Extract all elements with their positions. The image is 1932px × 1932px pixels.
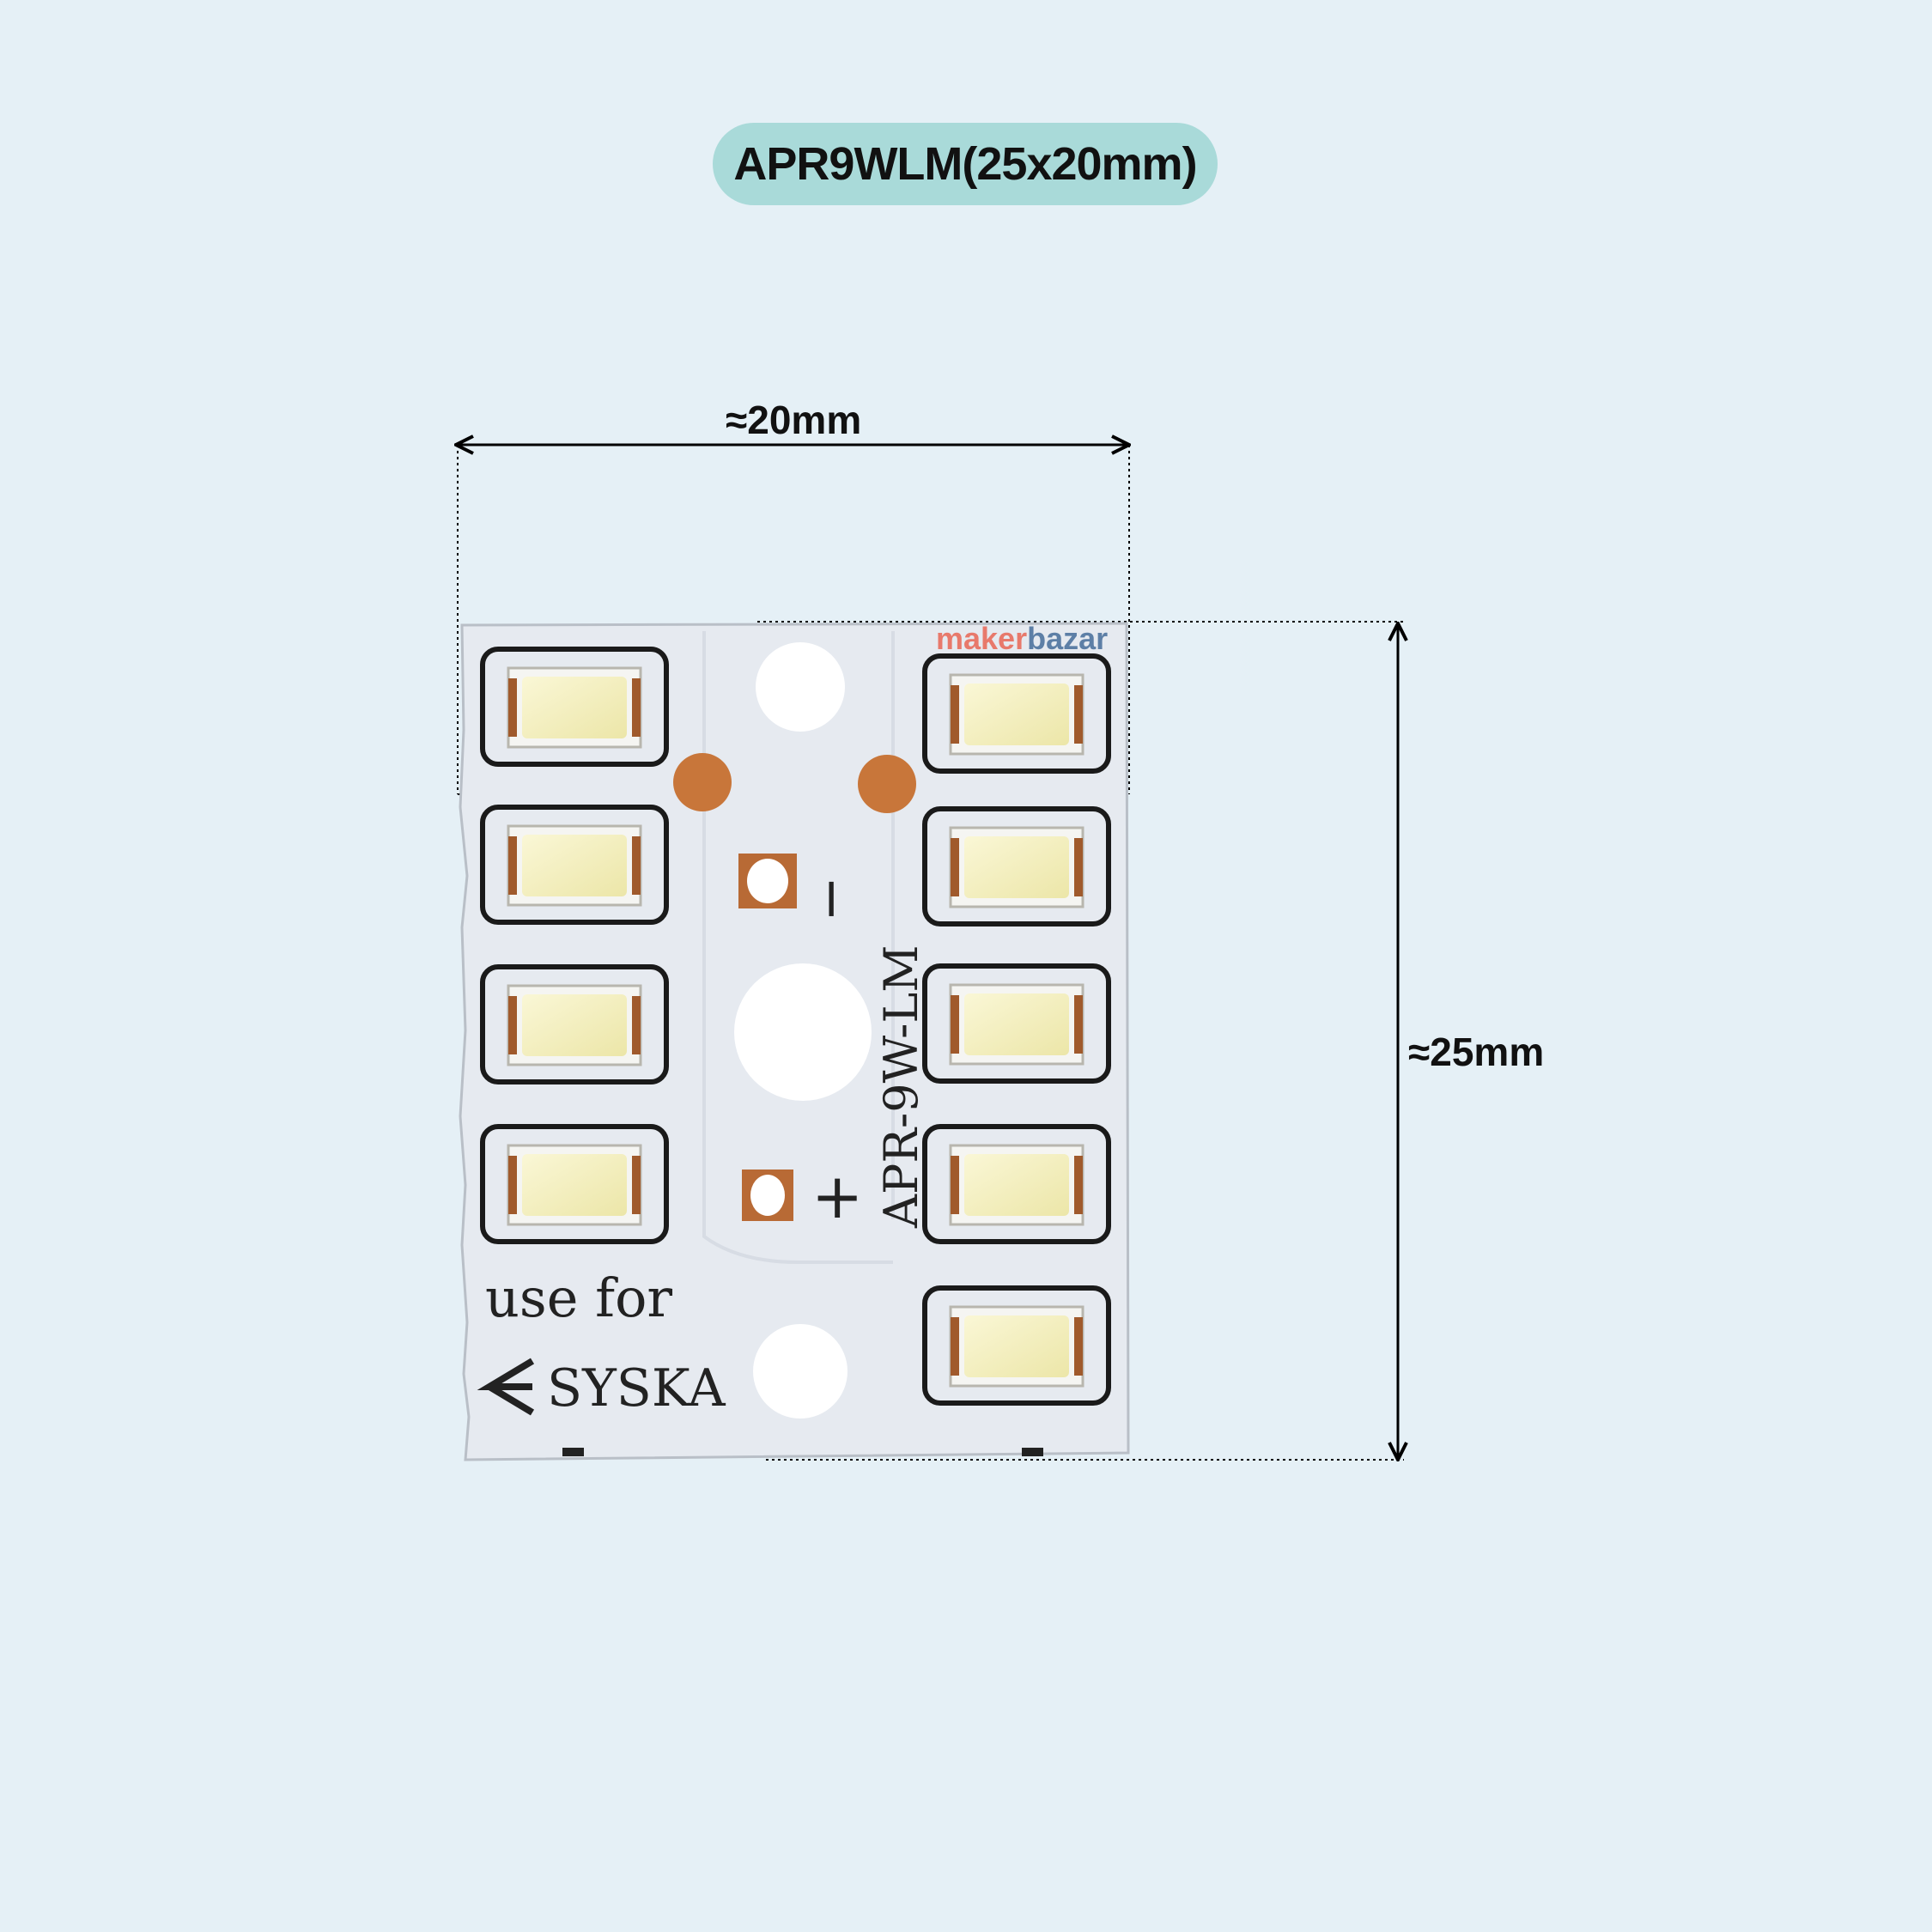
plus-label: + — [811, 1160, 863, 1232]
title-badge: APR9WLM(25x20mm) — [713, 123, 1218, 205]
led-chip — [480, 647, 669, 767]
led-chip — [922, 806, 1111, 927]
mounting-hole-bottom — [753, 1324, 848, 1419]
led-chip — [480, 1124, 669, 1244]
led-array — [480, 647, 1111, 1406]
watermark-part2: bazar — [1027, 621, 1108, 656]
height-dimension — [757, 621, 1404, 1460]
mounting-hole-top — [756, 642, 845, 732]
watermark-part1: maker — [936, 621, 1027, 656]
syska-logo — [477, 1358, 535, 1416]
brand-text: SYSKA — [547, 1358, 726, 1419]
minus-terminal — [738, 854, 797, 908]
led-chip — [480, 964, 669, 1084]
title-text: APR9WLM(25x20mm) — [733, 138, 1197, 190]
copper-pad-left — [673, 753, 732, 811]
use-for-text: use for — [485, 1267, 672, 1329]
copper-pad-right — [858, 755, 916, 813]
height-dimension-label: ≈25mm — [1408, 1030, 1545, 1074]
led-chip — [922, 1124, 1111, 1244]
minus-label: − — [800, 876, 864, 922]
model-text: APR-9W-LM — [874, 945, 928, 1229]
plus-terminal — [742, 1170, 793, 1221]
watermark: makerbazar — [936, 621, 1108, 656]
led-chip — [922, 1285, 1111, 1406]
led-chip — [480, 805, 669, 925]
led-chip — [922, 963, 1111, 1084]
led-chip — [922, 653, 1111, 774]
center-hole — [734, 963, 872, 1101]
